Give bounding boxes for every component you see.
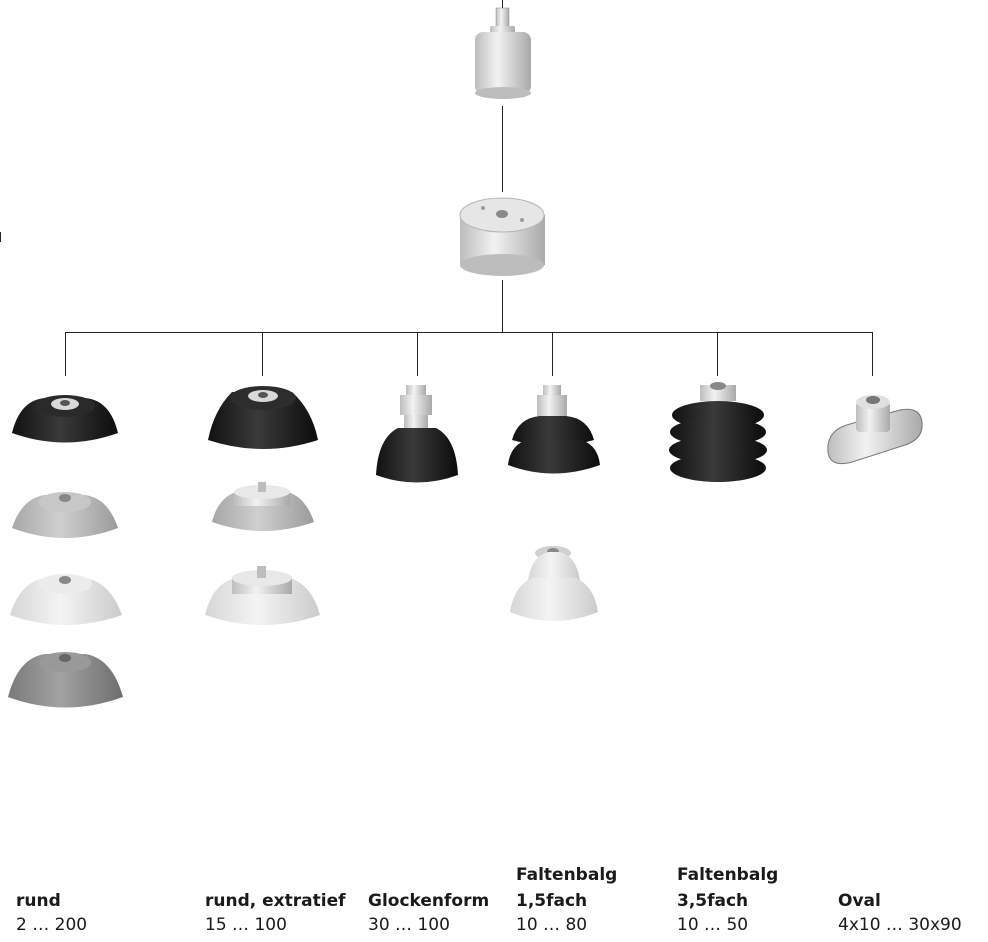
connector-drop-faltenbalg-15 xyxy=(552,332,553,376)
round-adapter-disc-icon xyxy=(459,197,545,276)
caption-rund: rund 2 … 200 xyxy=(16,862,196,936)
caption-oval-title-2: Oval xyxy=(838,891,881,911)
threaded-adapter-icon xyxy=(475,7,531,99)
connector-horizontal-bar xyxy=(65,332,873,333)
connector-trunk xyxy=(502,280,503,332)
cup-rund-black-icon xyxy=(12,395,118,443)
caption-faltenbalg-35-range: 10 … 50 xyxy=(677,915,749,935)
caption-extratief-title-1 xyxy=(205,862,365,888)
caption-extratief-title-2: rund, extratief xyxy=(205,891,346,911)
cup-rund-white-icon xyxy=(10,574,122,625)
cup-faltenbalg35-black-icon xyxy=(669,382,767,482)
caption-glockenform-title-1 xyxy=(368,862,508,888)
connector-drop-glockenform xyxy=(417,332,418,376)
caption-rund-title-2: rund xyxy=(16,891,61,911)
caption-rund-range: 2 … 200 xyxy=(16,915,88,935)
cup-faltenbalg15-white-icon xyxy=(510,546,598,621)
cup-oval-metal-icon xyxy=(827,395,923,465)
cup-rund-grey-light-icon xyxy=(12,492,118,538)
caption-oval-range: 4x10 … 30x90 xyxy=(838,915,962,935)
caption-glockenform: Glockenform 30 … 100 xyxy=(368,862,508,936)
caption-extratief: rund, extratief 15 … 100 xyxy=(205,862,365,936)
connector-drop-rund xyxy=(65,332,66,376)
cup-extratief-grey-light-2-icon xyxy=(205,566,320,625)
caption-faltenbalg-15: Faltenbalg 1,5fach 10 … 80 xyxy=(516,862,656,936)
caption-faltenbalg-15-range: 10 … 80 xyxy=(516,915,588,935)
cup-faltenbalg15-black-icon xyxy=(508,385,600,474)
caption-rund-title-1 xyxy=(16,862,196,888)
caption-faltenbalg-15-title-1: Faltenbalg xyxy=(516,865,618,885)
caption-faltenbalg-15-title-2: 1,5fach xyxy=(516,891,588,911)
caption-faltenbalg-35-title-2: 3,5fach xyxy=(677,891,749,911)
caption-oval-title-1 xyxy=(838,862,983,888)
connector-drop-extratief xyxy=(262,332,263,376)
caption-glockenform-title-2: Glockenform xyxy=(368,891,490,911)
left-edge-tick xyxy=(0,232,1,242)
connector-drop-faltenbalg-35 xyxy=(717,332,718,376)
caption-oval: Oval 4x10 … 30x90 xyxy=(838,862,983,936)
cup-extratief-grey-light-1-icon xyxy=(212,482,314,531)
caption-extratief-range: 15 … 100 xyxy=(205,915,287,935)
cup-glockenform-black-icon xyxy=(376,385,458,483)
connector-top xyxy=(502,0,503,10)
connector-adapter-disc xyxy=(502,106,503,192)
caption-glockenform-range: 30 … 100 xyxy=(368,915,450,935)
cup-rund-grey-dark-icon xyxy=(8,652,123,708)
caption-faltenbalg-35-title-1: Faltenbalg xyxy=(677,865,779,885)
caption-faltenbalg-35: Faltenbalg 3,5fach 10 … 50 xyxy=(677,862,817,936)
cup-extratief-black-icon xyxy=(208,386,318,449)
connector-drop-oval xyxy=(872,332,873,376)
